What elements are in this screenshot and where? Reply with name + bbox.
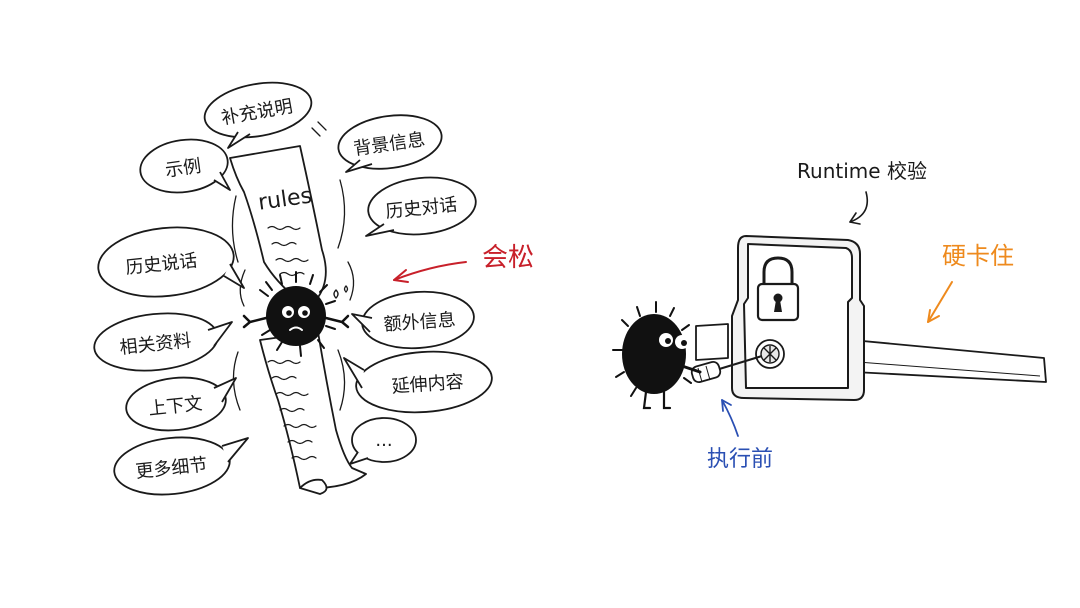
blue-arrow xyxy=(721,399,739,437)
padlock-icon xyxy=(756,256,800,322)
bubble-more-detail: 更多细节 xyxy=(113,436,249,496)
runtime-arrow xyxy=(849,191,869,223)
bubble-ellipsis: ... xyxy=(349,417,417,465)
right-panel: Runtime 校验 xyxy=(612,159,1047,472)
rail-bar xyxy=(695,323,1047,383)
orange-arrow xyxy=(927,281,953,323)
runtime-label: Runtime 校验 xyxy=(797,159,927,183)
bubble-supplement: 补充说明 xyxy=(203,81,313,149)
left-panel: rules 会松 xyxy=(93,81,534,496)
before-exec-label: 执行前 xyxy=(707,447,773,472)
loose-label: 会松 xyxy=(482,243,534,273)
screw-icon xyxy=(755,339,785,369)
bubble-related: 相关资料 xyxy=(93,312,233,372)
bubble-history-chat: 历史对话 xyxy=(365,176,477,237)
bubble-label: 额外信息 xyxy=(383,310,456,336)
soot-sprite-left xyxy=(242,271,350,357)
bubble-extra: 额外信息 xyxy=(351,290,475,350)
bubble-context: 上下文 xyxy=(125,376,237,432)
bubble-history-talk: 历史说话 xyxy=(97,226,245,298)
bubble-extended: 延伸内容 xyxy=(343,350,493,414)
loose-annotation: 会松 xyxy=(393,243,534,283)
bubble-example: 示例 xyxy=(139,138,231,194)
red-arrow xyxy=(393,261,467,281)
bubble-label: 延伸内容 xyxy=(391,372,464,398)
bubble-label: 示例 xyxy=(164,156,203,182)
soot-sprite-right xyxy=(612,301,702,410)
scroll-scribbles xyxy=(267,225,317,461)
screwdriver-icon xyxy=(690,354,763,384)
bubble-label: ... xyxy=(375,430,392,451)
stuck-label: 硬卡住 xyxy=(942,242,1014,270)
bubble-background: 背景信息 xyxy=(337,114,443,173)
